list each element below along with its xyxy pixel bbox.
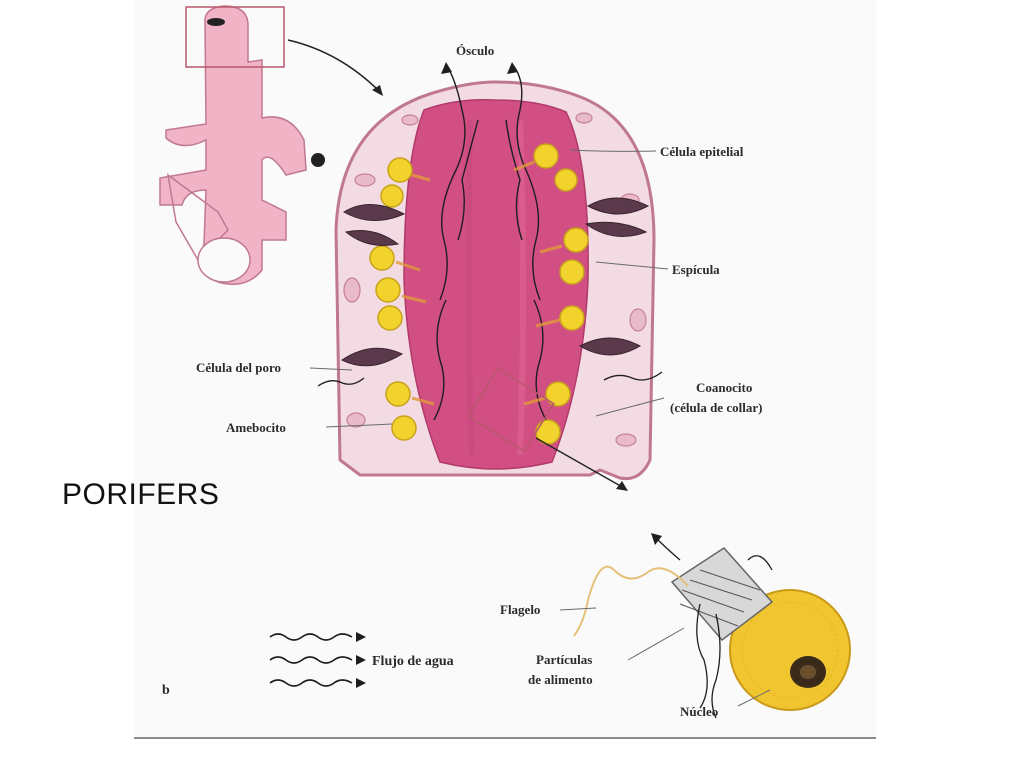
label-flujo-de-agua: Flujo de agua [372, 654, 454, 669]
water-flow-legend [269, 633, 353, 687]
label-coanocito-1: Coanocito [696, 380, 752, 395]
choanocytes-left [369, 157, 417, 441]
zoom-arrow [287, 39, 381, 93]
label-espicula: Espícula [672, 262, 720, 277]
label-osculo: Ósculo [456, 43, 494, 58]
choanocyte-detail [573, 533, 851, 719]
spicules [341, 197, 650, 367]
side-osculum [311, 153, 325, 167]
label-particulas-2: de alimento [528, 672, 593, 687]
slide-title: PORIFERS [62, 478, 220, 511]
label-coanocito-2: (célula de collar) [670, 400, 762, 415]
sponge-cross-section [317, 62, 663, 491]
label-celula-epitelial: Célula epitelial [660, 144, 744, 159]
sponge-colony-thumbnail [159, 5, 383, 285]
choanocyte-zoom-box [467, 367, 555, 453]
label-panel-b: b [162, 683, 170, 698]
spongocoel [403, 98, 589, 470]
label-flagelo: Flagelo [500, 602, 540, 617]
label-particulas-1: Partículas [536, 652, 592, 667]
label-nucleo: Núcleo [680, 704, 718, 719]
collar [670, 547, 774, 642]
label-celula-del-poro: Célula del poro [196, 360, 281, 375]
flagellum [573, 565, 689, 637]
osculum-opening [207, 18, 225, 26]
label-amebocito: Amebocito [226, 420, 286, 435]
zoom-box [185, 6, 285, 68]
choanocytes-right [533, 143, 589, 445]
